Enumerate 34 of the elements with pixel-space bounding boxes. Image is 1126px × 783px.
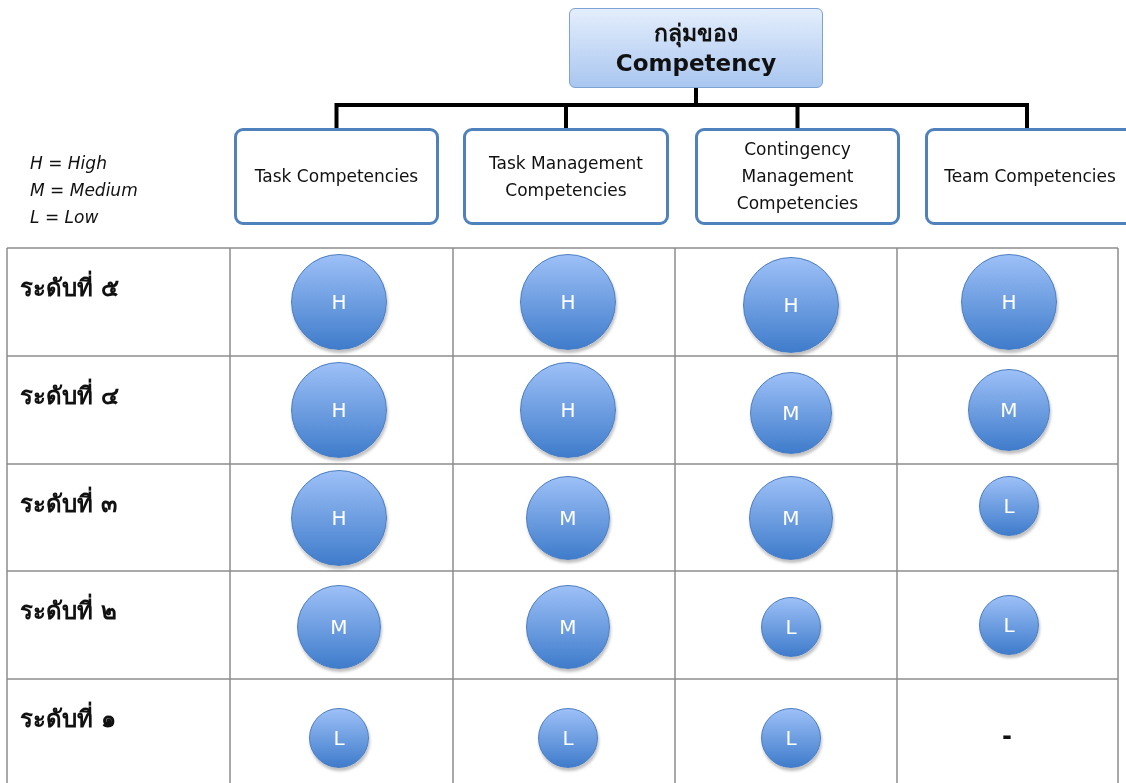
category-box: Contingency Management Competencies <box>695 128 900 225</box>
level-circle: L <box>979 595 1039 655</box>
level-circle: H <box>520 254 616 350</box>
level-circle: L <box>538 708 598 768</box>
level-circle: L <box>761 597 821 657</box>
level-circle: H <box>961 254 1057 350</box>
level-circle: M <box>297 585 381 669</box>
row-label: ระดับที่ ๑ <box>20 699 117 738</box>
level-circle: M <box>526 585 610 669</box>
row-label: ระดับที่ ๔ <box>20 376 120 415</box>
level-circle: M <box>750 372 832 454</box>
level-circle: L <box>979 476 1039 536</box>
row-label: ระดับที่ ๓ <box>20 484 118 523</box>
level-circle: M <box>968 369 1050 451</box>
level-circle: H <box>291 362 387 458</box>
level-circle: H <box>291 470 387 566</box>
category-box: Task Management Competencies <box>463 128 669 225</box>
row-label: ระดับที่ ๒ <box>20 591 118 630</box>
level-circle: H <box>520 362 616 458</box>
level-circle: L <box>309 708 369 768</box>
key-text: H = High <box>30 152 107 175</box>
level-circle: L <box>761 708 821 768</box>
empty-mark: - <box>1002 722 1012 750</box>
row-label: ระดับที่ ๕ <box>20 268 120 307</box>
level-circle: M <box>749 476 833 560</box>
level-circle: H <box>291 254 387 350</box>
key-text: M = Medium <box>30 179 138 202</box>
level-circle: H <box>743 257 839 353</box>
group-box: กลุ่มของ Competency <box>569 8 823 88</box>
category-box: Task Competencies <box>234 128 439 225</box>
category-box: Team Competencies <box>925 128 1126 225</box>
level-circle: M <box>526 476 610 560</box>
key-text: L = Low <box>30 206 99 229</box>
connector-line <box>694 88 1029 128</box>
